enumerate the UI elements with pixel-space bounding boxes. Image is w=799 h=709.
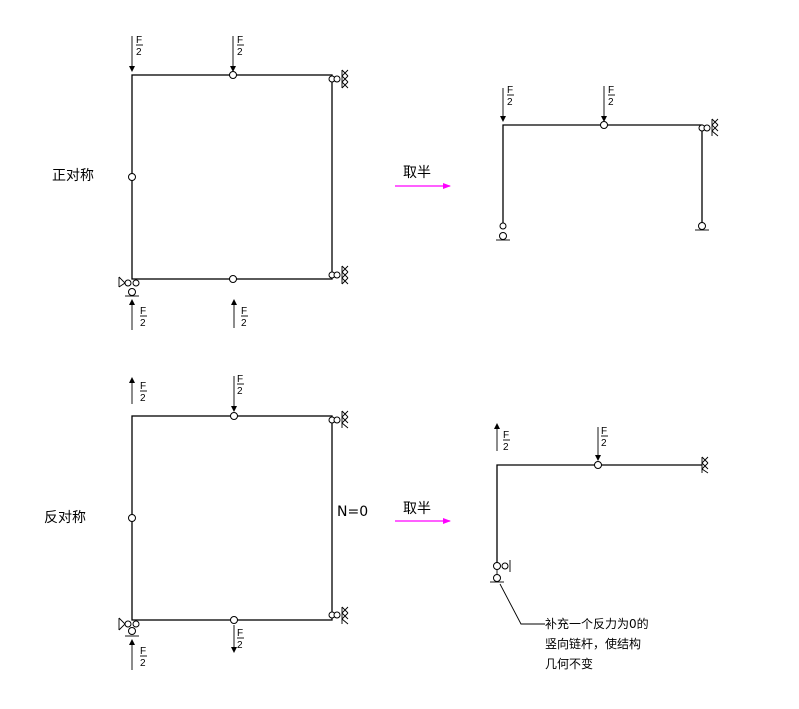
hinge	[229, 275, 237, 283]
hinge	[600, 121, 608, 129]
svg-text:2: 2	[507, 97, 513, 108]
svg-text:2: 2	[608, 97, 614, 108]
svg-text:2: 2	[237, 640, 243, 651]
svg-text:2: 2	[237, 47, 243, 58]
pin-support	[118, 276, 140, 297]
load-label: F2	[140, 646, 147, 669]
take-half-label: 取半	[403, 165, 431, 181]
antisymmetric-full-frame	[118, 376, 349, 670]
svg-text:F: F	[136, 35, 142, 46]
svg-text:F: F	[601, 426, 607, 437]
hinge	[230, 616, 238, 624]
load-label: F2	[237, 628, 244, 651]
load-label: F2	[601, 426, 608, 449]
svg-text:2: 2	[601, 438, 607, 449]
svg-text:2: 2	[237, 386, 243, 397]
roller-support	[496, 222, 510, 241]
hinge	[128, 173, 136, 181]
symmetric-full-frame	[118, 36, 349, 330]
symmetric-label: 正对称	[52, 168, 94, 184]
pin-support	[118, 617, 140, 637]
svg-text:F: F	[507, 85, 513, 96]
load-label: F2	[237, 35, 244, 58]
load-label: F2	[237, 374, 244, 397]
roller-support	[493, 560, 511, 572]
svg-text:F: F	[608, 85, 614, 96]
hinge	[128, 514, 136, 522]
hinge	[594, 461, 602, 469]
hinge	[229, 71, 237, 79]
roller-support	[701, 456, 709, 474]
roller-support	[328, 410, 349, 429]
take-half-label: 取半	[403, 501, 431, 517]
svg-text:2: 2	[140, 318, 146, 329]
svg-text:F: F	[503, 430, 509, 441]
svg-text:F: F	[140, 646, 146, 657]
svg-text:2: 2	[503, 442, 509, 453]
svg-text:F: F	[140, 306, 146, 317]
load-label: F2	[507, 85, 514, 108]
svg-text:2: 2	[136, 47, 142, 58]
roller-support	[698, 118, 719, 137]
note-line: 几何不变	[545, 656, 593, 671]
load-label: F2	[140, 381, 147, 404]
svg-text:2: 2	[140, 658, 146, 669]
antisymmetric-half-frame	[490, 423, 709, 625]
svg-text:F: F	[237, 374, 243, 385]
axial-force-label: N=0	[337, 504, 368, 520]
load-label: F2	[608, 85, 615, 108]
note-line: 竖向链杆，使结构	[545, 636, 641, 651]
svg-text:F: F	[237, 628, 243, 639]
svg-text:2: 2	[241, 318, 247, 329]
svg-text:F: F	[237, 35, 243, 46]
vertical-link-support	[490, 570, 504, 583]
load-label: F2	[140, 306, 147, 329]
load-label: F2	[241, 306, 248, 329]
hinge	[230, 412, 238, 420]
svg-text:2: 2	[140, 393, 146, 404]
symmetric-half-frame	[496, 86, 719, 241]
svg-text:F: F	[140, 381, 146, 392]
antisymmetric-label: 反对称	[44, 510, 86, 526]
load-label: F2	[503, 430, 510, 453]
svg-text:F: F	[241, 306, 247, 317]
roller-support	[328, 265, 349, 285]
load-label: F2	[136, 35, 143, 58]
note-line: 补充一个反力为0的	[545, 616, 649, 631]
roller-support	[328, 69, 349, 89]
roller-support	[328, 606, 349, 625]
roller-support	[695, 222, 709, 231]
